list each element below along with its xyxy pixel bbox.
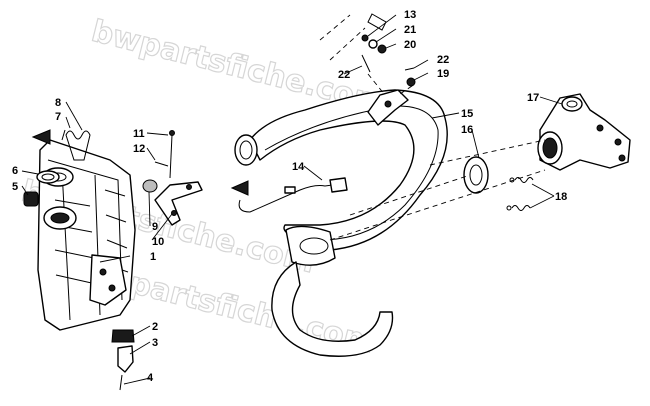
callout-18: 18 (555, 191, 567, 203)
callout-21: 21 (404, 24, 416, 36)
callout-6: 6 (12, 165, 18, 177)
arrow-mid-marker (230, 180, 249, 196)
lower-bolt (119, 374, 123, 391)
mount-hardware (319, 13, 416, 96)
gasket-ring (36, 170, 60, 184)
exhaust-header-pipe (234, 89, 448, 266)
callout-12: 12 (133, 143, 145, 155)
callout-9: 9 (152, 221, 158, 233)
callout-22-lower: 22 (338, 69, 350, 81)
muffler-bracket (154, 181, 203, 226)
bracket-bolt (169, 134, 173, 179)
callout-10: 10 (152, 236, 164, 248)
rubber-grommet (23, 191, 39, 207)
callout-19: 19 (437, 68, 449, 80)
manifold-gasket (463, 156, 489, 194)
bushing (142, 179, 158, 193)
alignment-lines (329, 139, 546, 241)
callout-1: 1 (150, 251, 156, 263)
leader-lines (21, 14, 563, 385)
sensor-wire (238, 183, 341, 213)
callout-13: 13 (404, 9, 416, 21)
callout-14: 14 (292, 161, 305, 173)
callout-2: 2 (152, 321, 158, 333)
callout-20: 20 (404, 39, 416, 51)
exhaust-manifold (537, 93, 631, 171)
callout-4: 4 (147, 372, 154, 384)
lower-bracket (117, 345, 134, 373)
header-lower-bend (271, 261, 394, 357)
callout-17: 17 (527, 92, 539, 104)
callout-22-upper: 22 (437, 54, 449, 66)
exhaust-springs (506, 177, 534, 211)
callout-7: 7 (55, 111, 61, 123)
lower-grommet (111, 329, 135, 343)
callout-5: 5 (12, 181, 18, 193)
callout-16: 16 (461, 124, 473, 136)
retaining-spring (65, 130, 91, 161)
callout-8: 8 (55, 97, 61, 109)
muffler-assembly (37, 139, 136, 331)
callout-11: 11 (133, 128, 145, 140)
callout-15: 15 (461, 108, 473, 120)
arrow-left-marker (31, 129, 51, 145)
callout-3: 3 (152, 337, 158, 349)
callouts: 1 2 3 4 5 6 7 8 9 10 11 12 13 14 15 16 1… (12, 9, 567, 384)
